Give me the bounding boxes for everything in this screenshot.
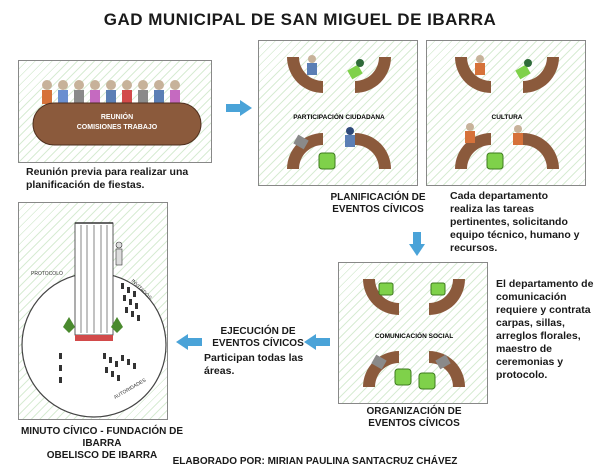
organization-caption-line-2: EVENTOS CÍVICOS: [368, 418, 460, 429]
planning-caption-line-1: PLANIFICACIÓN DE: [330, 192, 426, 203]
participacion-label: PARTICIPACIÓN CIUDADANA: [293, 112, 385, 121]
planning-description: Cada departamento realiza las tareas per…: [450, 190, 580, 254]
meeting-people: [42, 80, 180, 104]
arrow-right-icon: [226, 100, 252, 116]
footer-credit: ELABORADO POR: MIRIAN PAULINA SANTACRUZ …: [172, 456, 458, 467]
execution-description: Participan todas las áreas.: [204, 352, 304, 377]
ceremony-illustration: PROTOCOLO INVITADOS AUTORIDADES: [21, 222, 167, 418]
arrow-left-icon: [176, 334, 202, 350]
obelisk: [74, 222, 114, 336]
meeting-panel: REUNIÓN COMISIONES TRABAJO: [18, 60, 212, 163]
arrow-left-icon: [304, 334, 330, 350]
execution-caption-line-2: EVENTOS CÍVICOS: [212, 338, 304, 349]
comunicacion-panel: COMUNICACIÓN SOCIAL: [338, 262, 488, 404]
meeting-table: [32, 102, 202, 146]
cultura-panel: CULTURA: [426, 40, 586, 186]
meeting-label-1: REUNIÓN: [101, 112, 133, 121]
statue: [115, 241, 123, 266]
arrow-down-icon: [409, 232, 425, 256]
participacion-illustration: PARTICIPACIÓN CIUDADANA: [287, 55, 391, 170]
ceremony-caption-line-1: MINUTO CÍVICO - FUNDACIÓN DE IBARRA: [20, 426, 184, 449]
cultura-illustration: CULTURA: [455, 55, 559, 170]
planning-caption: PLANIFICACIÓN DE EVENTOS CÍVICOS: [318, 192, 438, 216]
plants: [63, 317, 123, 333]
ceremony-panel: PROTOCOLO INVITADOS AUTORIDADES: [18, 202, 168, 420]
comunicacion-illustration: COMUNICACIÓN SOCIAL: [363, 279, 465, 390]
ceremony-caption: MINUTO CÍVICO - FUNDACIÓN DE IBARRA OBEL…: [4, 426, 200, 462]
meeting-illustration: REUNIÓN COMISIONES TRABAJO: [32, 80, 202, 146]
execution-caption-line-1: EJECUCIÓN DE: [220, 326, 296, 337]
office-furniture: [455, 55, 559, 170]
office-furniture: [363, 279, 465, 390]
cultura-label: CULTURA: [492, 114, 523, 121]
organization-description: El departamento de comunicación requiere…: [496, 278, 594, 381]
meeting-label-2: COMISIONES TRABAJO: [77, 124, 158, 131]
page-title: GAD MUNICIPAL DE SAN MIGUEL DE IBARRA: [103, 10, 497, 29]
planning-caption-line-2: EVENTOS CÍVICOS: [332, 204, 424, 215]
crowd: [59, 283, 140, 383]
participacion-panel: PARTICIPACIÓN CIUDADANA: [258, 40, 418, 186]
label-protocolo: PROTOCOLO: [31, 271, 63, 277]
ceremony-caption-line-2: OBELISCO DE IBARRA: [46, 450, 158, 461]
office-furniture: [287, 55, 391, 170]
organization-caption: ORGANIZACIÓN DE EVENTOS CÍVICOS: [352, 406, 476, 430]
comunicacion-label: COMUNICACIÓN SOCIAL: [375, 331, 453, 340]
organization-caption-line-1: ORGANIZACIÓN DE: [366, 406, 462, 417]
execution-caption: EJECUCIÓN DE EVENTOS CÍVICOS: [210, 326, 306, 350]
meeting-description: Reunión previa para realizar una planifi…: [26, 166, 189, 191]
